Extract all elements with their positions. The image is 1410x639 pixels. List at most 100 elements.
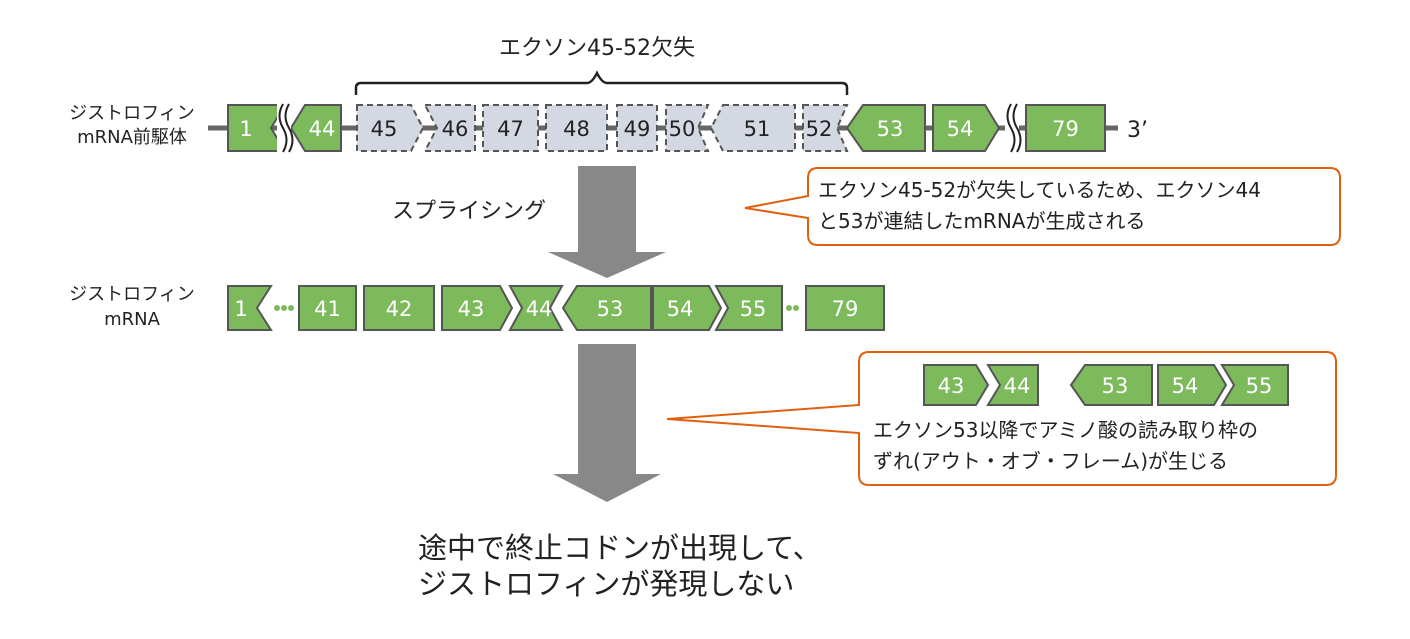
callout-2-line2: ずれ(アウト・オブ・フレーム)が生じる [873, 449, 1228, 473]
exon-number: 53 [877, 117, 904, 141]
mrna-exon-79: 79 [805, 285, 885, 331]
exon-number: 44 [309, 117, 336, 141]
exon-shape [508, 285, 564, 331]
exon-shape [616, 104, 658, 152]
mrna-exon-55: 55 [714, 285, 783, 331]
exon-number: 43 [938, 374, 965, 398]
exon-number: 55 [740, 297, 767, 321]
callout-1-line2: と53が連結したmRNAが生成される [818, 209, 1145, 233]
exon-shape [298, 285, 357, 331]
exon-number: 79 [1052, 117, 1079, 141]
mrna-exon-1: 1 [227, 285, 273, 331]
exon-shape [986, 364, 1039, 406]
callout-exon-43: 43 [923, 364, 990, 406]
exon-51: 51 [709, 104, 796, 152]
exon-number: 54 [1172, 374, 1199, 398]
exon-number: 42 [386, 297, 413, 321]
exon-number: 46 [442, 117, 469, 141]
deletion-brace-label: エクソン45-52欠失 [499, 36, 695, 61]
callout-2-exons: 43 44 53 54 55 [923, 364, 1289, 406]
exon-shape [802, 104, 849, 152]
mrna-exon-54: 54 [652, 285, 723, 331]
callout-1-line1: エクソン45-52が欠失しているため、エクソン44 [818, 178, 1261, 202]
exon-shape [1025, 104, 1106, 152]
translation-arrow [553, 344, 661, 502]
callout-exon-54: 54 [1157, 364, 1228, 406]
exon-shape [805, 285, 885, 331]
ellipsis-dots-icon [786, 305, 799, 311]
exon-number: 55 [1246, 374, 1273, 398]
mrna-exon-43: 43 [441, 285, 514, 331]
exon-number: 53 [597, 297, 624, 321]
exon-shape [1157, 364, 1228, 406]
exon-52: 52 [802, 104, 849, 152]
exon-53: 53 [845, 104, 926, 152]
exon-number: 47 [497, 117, 524, 141]
exon-shape [665, 104, 710, 152]
mrna-exon-44: 44 [508, 285, 564, 331]
mrna-exon-53: 53 [561, 285, 652, 331]
result-line2: ジストロフィンが発現しない [418, 567, 794, 601]
result-line1: 途中で終止コドンが出現して、 [418, 531, 822, 565]
exon-number: 45 [371, 117, 398, 141]
exon-number: 54 [667, 297, 694, 321]
exon-45: 45 [356, 104, 425, 152]
exon-number: 49 [624, 117, 651, 141]
exon-44: 44 [289, 104, 342, 152]
callout-1-bubble [744, 167, 1341, 246]
exon-shape [545, 104, 608, 152]
exon-shape [652, 285, 723, 331]
break-mark-icon [1005, 103, 1022, 153]
exon-46: 46 [423, 104, 476, 152]
callout-exon-44: 44 [986, 364, 1039, 406]
exon-number: 41 [314, 297, 341, 321]
exon-number: 51 [744, 117, 771, 141]
exon-shape [289, 104, 342, 152]
exon-number: 44 [1004, 374, 1031, 398]
exon-shape [356, 104, 425, 152]
exon-49: 49 [616, 104, 658, 152]
mrna-exon-41: 41 [298, 285, 357, 331]
exon-shape [482, 104, 539, 152]
exon-number: 50 [669, 117, 696, 141]
ellipsis-dots-icon [274, 305, 294, 311]
exon-shape [932, 104, 1001, 152]
exon-shape [441, 285, 514, 331]
exon-shape [423, 104, 476, 152]
exon-number: 43 [458, 297, 485, 321]
callout-exon-55: 55 [1220, 364, 1289, 406]
exon-number: 1 [234, 297, 247, 321]
exon-shape [363, 285, 435, 331]
callout-exon-53: 53 [1069, 364, 1153, 406]
exon-number: 52 [806, 117, 833, 141]
exon-50: 50 [665, 104, 710, 152]
exon-number: 48 [563, 117, 590, 141]
exon-number: 79 [832, 297, 859, 321]
deletion-brace [354, 70, 849, 95]
splicing-arrow [548, 166, 666, 278]
exon-shape [1220, 364, 1289, 406]
exon-54: 54 [932, 104, 1001, 152]
exon-shape [845, 104, 926, 152]
pre-mrna-label-line2: mRNA前駆体 [77, 127, 187, 148]
exon-shape [709, 104, 796, 152]
mrna-label-line1: ジストロフィン [69, 284, 195, 305]
mrna-exon-42: 42 [363, 285, 435, 331]
mrna-label-line2: mRNA [104, 309, 161, 330]
callout-2-line1: エクソン53以降でアミノ酸の読み取り枠の [873, 418, 1258, 442]
exon-shape [227, 285, 273, 331]
exon-shape [1069, 364, 1153, 406]
exon-number: 44 [526, 297, 553, 321]
exon-shape [923, 364, 990, 406]
exon-number: 53 [1102, 374, 1129, 398]
exon-47: 47 [482, 104, 539, 152]
mrna-exons: 1 41 42 43 44 53 54 55 79 [227, 285, 885, 331]
exon-shape [714, 285, 783, 331]
break-mark-icon [277, 103, 294, 153]
pre-mrna-label-line1: ジストロフィン [69, 103, 195, 124]
exon-shape [561, 285, 652, 331]
exon-79: 79 [1025, 104, 1106, 152]
three-prime-end-label: 3’ [1127, 118, 1148, 143]
